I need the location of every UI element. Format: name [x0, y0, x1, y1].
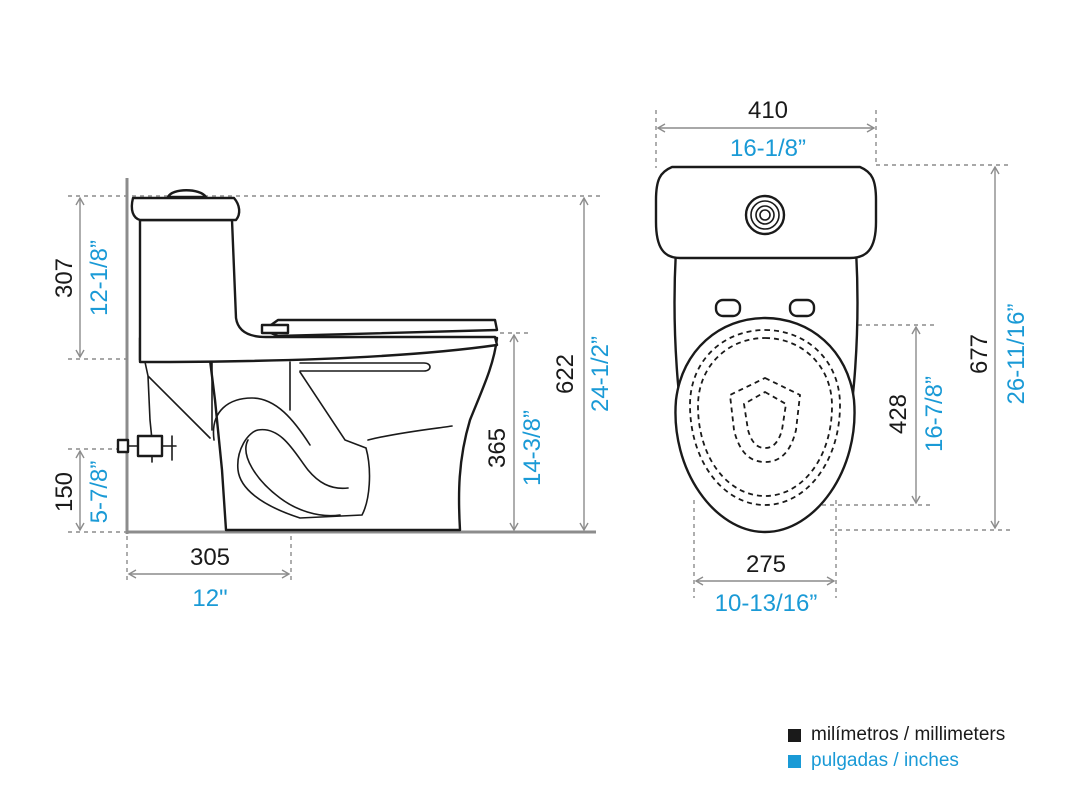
legend-imperial: pulgadas / inches — [788, 748, 1005, 774]
supply-pipe — [144, 361, 211, 441]
imperial-label: pulgadas / inches — [811, 750, 959, 771]
side-view: 307 12-1/8” 150 5-7/8” 305 12" 365 14-3/… — [51, 178, 614, 612]
seat-height-mm-label: 365 — [484, 428, 511, 468]
tank-lid — [130, 196, 241, 222]
metric-swatch — [788, 728, 801, 742]
dim-total-height — [579, 196, 589, 532]
tank — [138, 218, 499, 364]
total-height-in-label: 24-1/2” — [587, 336, 614, 412]
dim-inlet-height — [75, 449, 85, 532]
toilet-top-illustration — [654, 165, 878, 534]
drain-dotted — [729, 376, 801, 463]
tank-height-mm-label: 307 — [51, 258, 78, 298]
dim-bowl-length — [911, 325, 921, 505]
top-view: 410 16-1/8” 677 26-11/16” 428 16-7/8” 27… — [654, 97, 1030, 617]
dim-depth — [990, 165, 1000, 530]
seat-height-in-label: 14-3/8” — [519, 410, 546, 486]
dim-rough-in — [127, 569, 291, 579]
depth-in-label: 26-11/16” — [1003, 304, 1030, 405]
legend-metric: milímetros / millimeters — [788, 722, 1005, 748]
left-hinge — [714, 298, 742, 318]
imperial-swatch — [788, 754, 801, 768]
legend: milímetros / millimeters pulgadas / inch… — [788, 722, 1005, 774]
bowl-rim-dotted — [689, 329, 841, 506]
seat-hinge — [260, 323, 290, 335]
seat-top — [674, 316, 856, 534]
width-mm-label: 410 — [748, 97, 788, 124]
trapway — [212, 371, 371, 519]
inlet-height-mm-label: 150 — [51, 472, 78, 512]
dim-tank-height — [75, 196, 85, 359]
tank-height-in-label: 12-1/8” — [86, 240, 113, 316]
toilet-side-illustration — [116, 189, 499, 532]
bowl-length-mm-label: 428 — [885, 394, 912, 434]
flush-button-icon — [166, 189, 208, 199]
bowl-length-in-label: 16-7/8” — [921, 376, 948, 452]
dim-bowl-width — [694, 576, 836, 586]
depth-mm-label: 677 — [966, 334, 993, 374]
total-height-mm-label: 622 — [552, 354, 579, 394]
bowl-width-in-label: 10-13/16” — [715, 590, 818, 617]
rough-in-mm-label: 305 — [190, 544, 230, 571]
rough-in-in-label: 12" — [192, 585, 227, 612]
dim-seat-height — [509, 333, 519, 532]
bowl-body — [138, 336, 499, 532]
width-in-label: 16-1/8” — [730, 135, 806, 162]
bowl-width-mm-label: 275 — [746, 551, 786, 578]
inlet-height-in-label: 5-7/8” — [86, 461, 113, 524]
dim-width — [656, 123, 876, 133]
seat — [262, 318, 499, 338]
right-hinge — [788, 298, 816, 318]
metric-label: milímetros / millimeters — [811, 724, 1006, 745]
angle-valve — [136, 434, 164, 458]
